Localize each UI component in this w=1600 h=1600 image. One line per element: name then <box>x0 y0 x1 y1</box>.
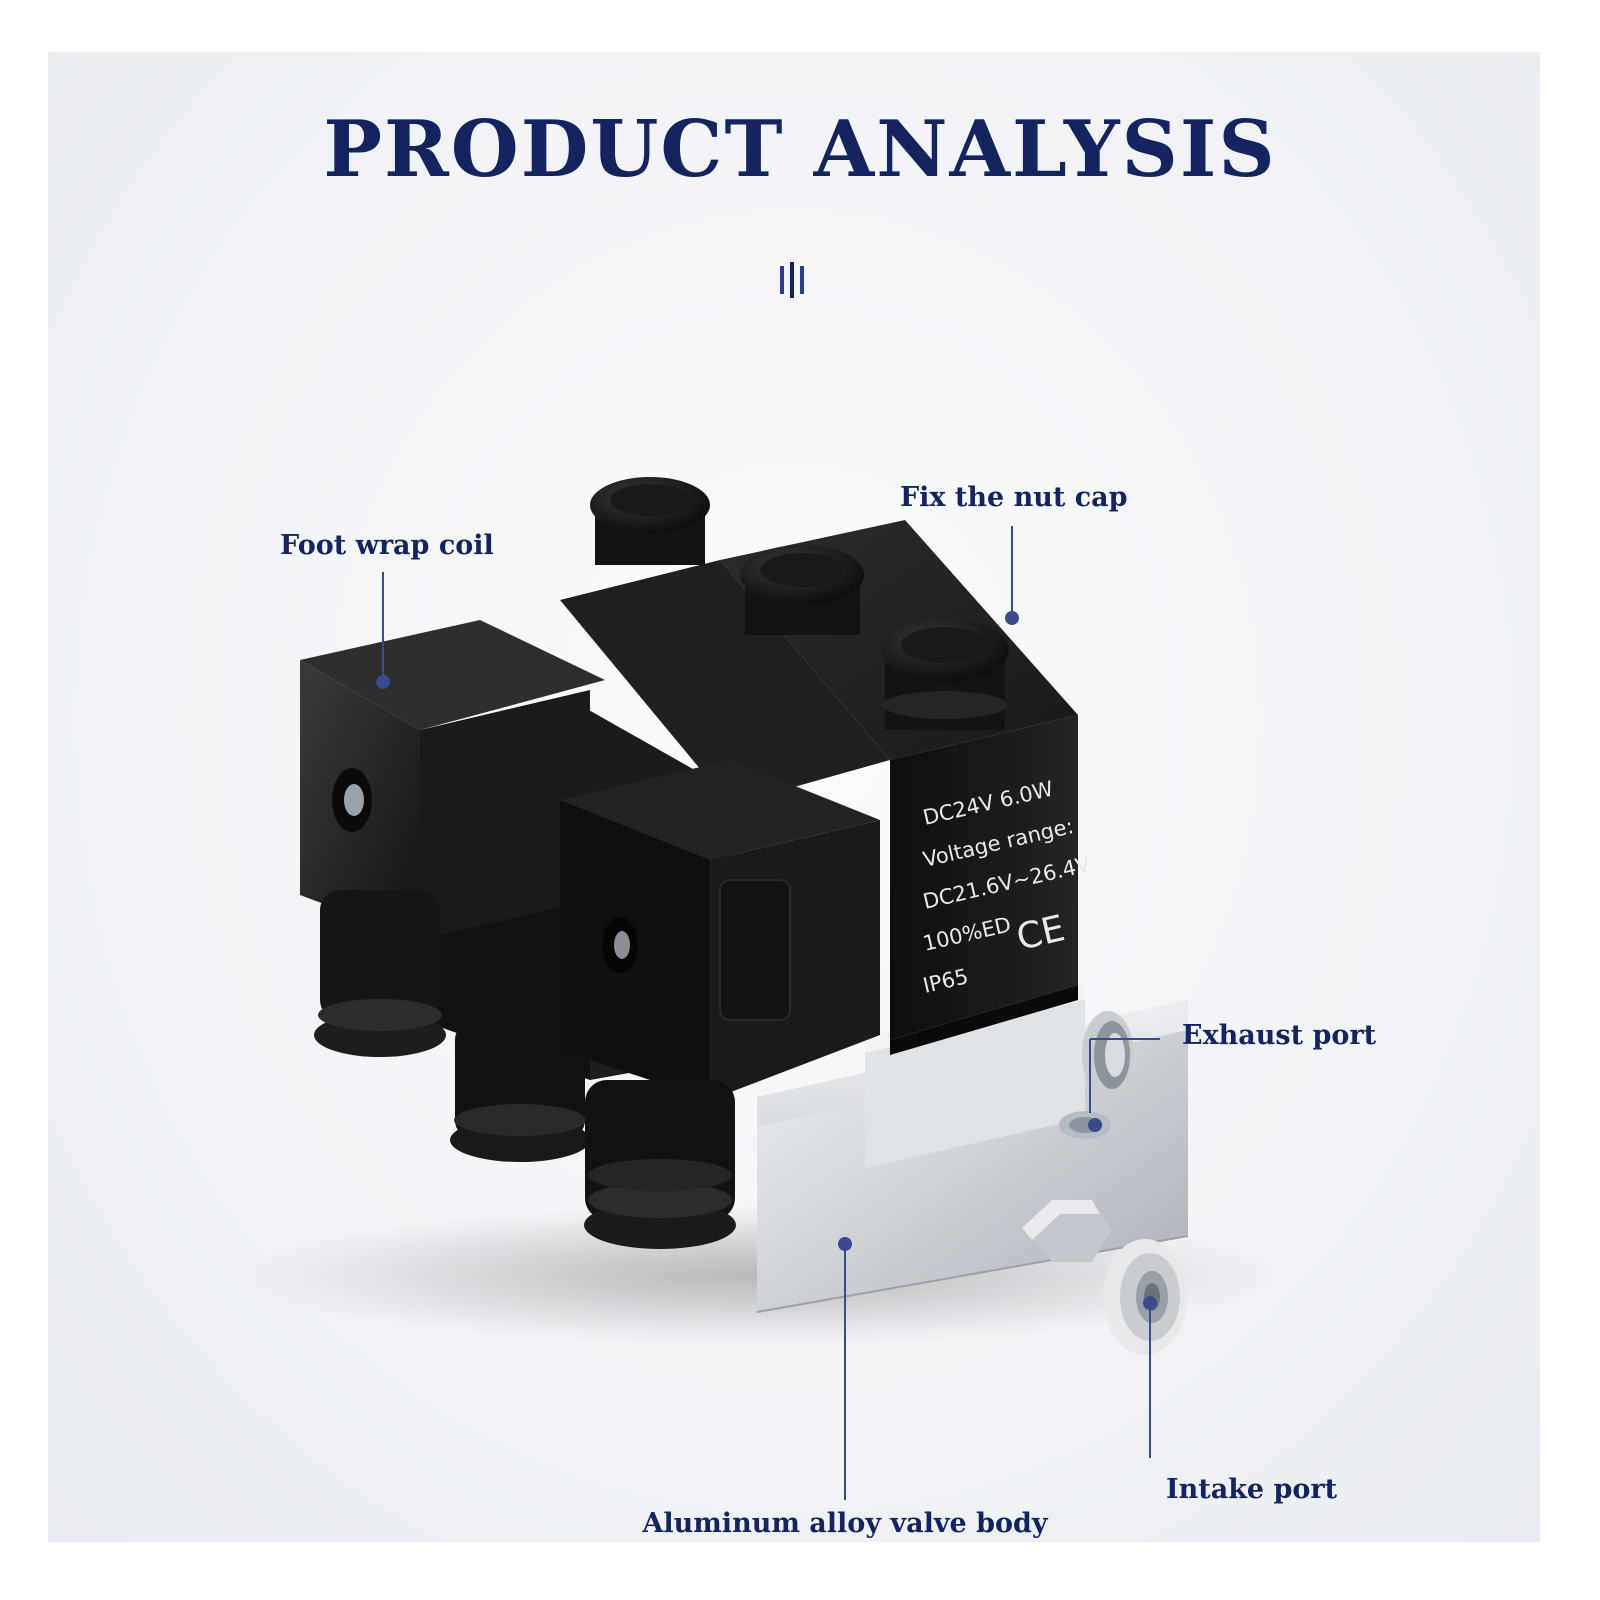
callout-fix-nut-cap: Fix the nut cap <box>900 482 1128 513</box>
callout-exhaust-port: Exhaust port <box>1182 1020 1377 1051</box>
page-title: PRODUCT ANALYSIS <box>323 104 1277 195</box>
callout-foot-wrap-coil: Foot wrap coil <box>280 530 494 561</box>
callout-intake-port: Intake port <box>1166 1474 1338 1505</box>
nut-cap-1 <box>590 477 710 565</box>
nut-cap-3 <box>881 618 1009 730</box>
nut-cap-2 <box>740 545 864 635</box>
triple-vertical-bars-icon <box>780 262 804 298</box>
callout-dots <box>376 611 1157 1310</box>
leader-lines <box>382 526 1160 1500</box>
solenoid-coil-front <box>560 760 880 1249</box>
foot-wrap-coil <box>300 620 605 1057</box>
callout-valve-body: Aluminum alloy valve body <box>642 1508 1048 1539</box>
